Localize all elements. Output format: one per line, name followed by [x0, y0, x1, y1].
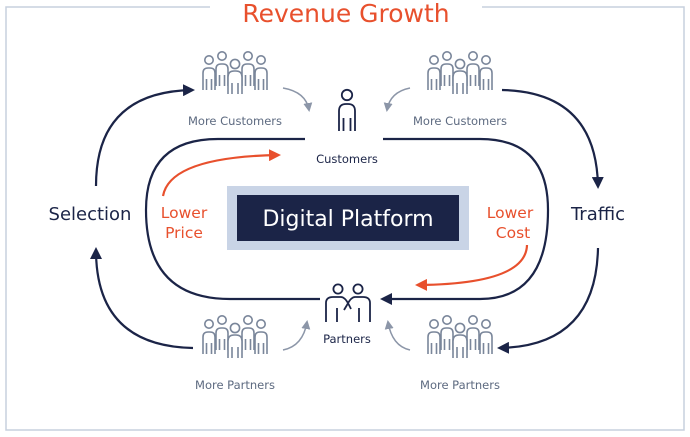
inner-loop-top-left — [144, 137, 320, 301]
arrow-traffic-to-partners — [497, 247, 600, 354]
arrow-selection-to-customers — [94, 84, 195, 187]
lower-price-label-line1: Lower — [161, 204, 208, 222]
traffic-label: Traffic — [570, 204, 625, 225]
arrow-more-customers-left — [282, 87, 313, 112]
person-icon — [338, 88, 356, 131]
lower-cost-label-line2: Cost — [496, 224, 530, 242]
more-partners-right-label: More Partners — [420, 378, 500, 392]
arrow-more-customers-right — [383, 87, 411, 112]
diagram-title: Revenue Growth — [242, 0, 449, 28]
inner-loop-top-right — [380, 137, 550, 305]
handshake-icon — [325, 283, 371, 322]
arrow-customers-to-traffic — [501, 88, 604, 189]
digital-platform-label: Digital Platform — [262, 207, 433, 232]
selection-label: Selection — [49, 204, 132, 225]
more-customers-left-label: More Customers — [188, 114, 282, 128]
arrow-lower-cost — [415, 244, 529, 291]
digital-platform-box — [237, 195, 459, 241]
more-partners-left-label: More Partners — [195, 378, 275, 392]
arrow-lower-price — [161, 149, 281, 197]
lower-price-label-line2: Price — [165, 224, 203, 242]
arrow-more-partners-right — [384, 320, 411, 351]
more-customers-right-label: More Customers — [413, 114, 507, 128]
lower-cost-label-line1: Lower — [487, 204, 534, 222]
group-of-people-icon — [203, 316, 267, 358]
group-of-people-icon — [203, 52, 267, 94]
group-of-people-icon — [428, 52, 492, 94]
arrow-more-partners-left — [282, 320, 311, 351]
frame-border — [5, 6, 685, 431]
partners-label: Partners — [323, 332, 371, 346]
customers-label: Customers — [316, 152, 378, 166]
arrow-partners-to-selection — [90, 247, 194, 350]
group-of-people-icon — [428, 316, 492, 358]
